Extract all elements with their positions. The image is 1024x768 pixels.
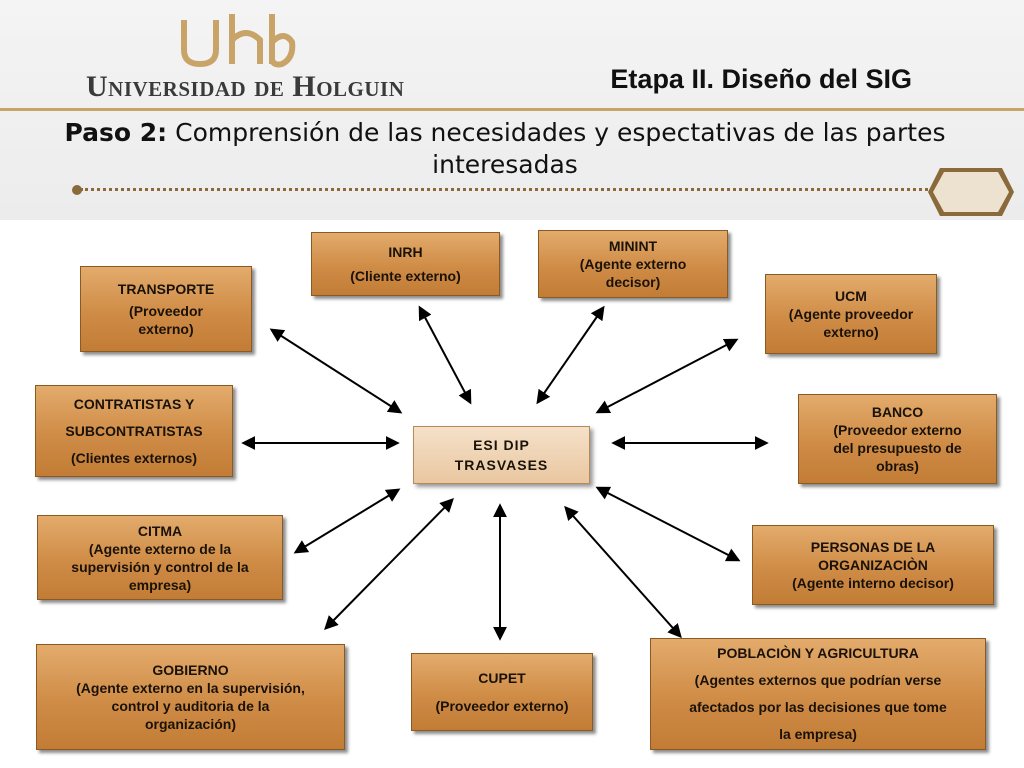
node-transporte-title: TRANSPORTE xyxy=(117,281,215,297)
node-transporte: TRANSPORTE (Proveedor externo) xyxy=(80,266,252,352)
step-title: Paso 2: Comprensión de las necesidades y… xyxy=(40,117,970,181)
arrow-minint xyxy=(536,305,605,405)
node-ucm: UCM (Agente proveedor externo) xyxy=(765,274,937,354)
dotline-start-dot xyxy=(72,185,82,195)
node-minint: MININT (Agente externo decisor) xyxy=(538,230,728,298)
arrow-inrh xyxy=(418,305,472,405)
slide-header: Universidad de Holguin Etapa II. Diseño … xyxy=(0,0,1024,220)
node-contratistas-title: CONTRATISTAS Y xyxy=(73,395,195,412)
arrow-ucm xyxy=(595,338,739,414)
node-gobierno-title: GOBIERNO xyxy=(152,662,229,678)
arrow-transporte xyxy=(269,328,403,414)
node-banco: BANCO (Proveedor externo del presupuesto… xyxy=(798,394,997,484)
node-contratistas: CONTRATISTAS Y SUBCONTRATISTAS (Clientes… xyxy=(35,385,233,477)
stage-title: Etapa II. Diseño del SIG xyxy=(610,64,912,94)
header-rule xyxy=(0,108,1024,111)
node-personas: PERSONAS DE LA ORGANIZACIÒN (Agente inte… xyxy=(752,525,994,605)
step-text: Comprensión de las necesidades y especta… xyxy=(175,118,946,179)
node-citma: CITMA (Agente externo de la supervisión … xyxy=(37,515,283,600)
university-logo-icon xyxy=(181,14,296,68)
node-citma-title: CITMA xyxy=(137,522,183,539)
node-gobierno: GOBIERNO (Agente externo en la supervisi… xyxy=(36,644,345,750)
hexagon-nav-icon[interactable] xyxy=(926,166,1016,218)
arrow-personas xyxy=(595,486,741,562)
node-minint-title: MININT xyxy=(608,238,658,254)
node-inrh: INRH (Cliente externo) xyxy=(311,232,500,296)
center-line2: TRASVASES xyxy=(454,457,549,473)
node-poblacion-title: POBLACIÒN Y AGRICULTURA xyxy=(717,645,919,661)
dotted-divider xyxy=(80,188,940,191)
arrow-poblacion xyxy=(564,505,682,639)
node-personas-title: PERSONAS DE LA xyxy=(810,539,936,555)
node-cupet: CUPET (Proveedor externo) xyxy=(411,653,593,731)
node-poblacion: POBLACIÒN Y AGRICULTURA (Agentes externo… xyxy=(650,638,986,750)
arrow-citma xyxy=(293,488,401,554)
center-line1: ESI DIP xyxy=(473,437,530,453)
center-node-esi-dip-trasvases: ESI DIP TRASVASES xyxy=(413,426,590,484)
node-ucm-title: UCM xyxy=(835,288,867,304)
node-cupet-title: CUPET xyxy=(478,670,526,686)
node-banco-title: BANCO xyxy=(871,404,924,420)
arrow-gobierno xyxy=(324,498,454,630)
step-label: Paso 2: xyxy=(64,118,168,147)
node-inrh-title: INRH xyxy=(388,244,423,260)
university-name: Universidad de Holguin xyxy=(86,70,405,103)
